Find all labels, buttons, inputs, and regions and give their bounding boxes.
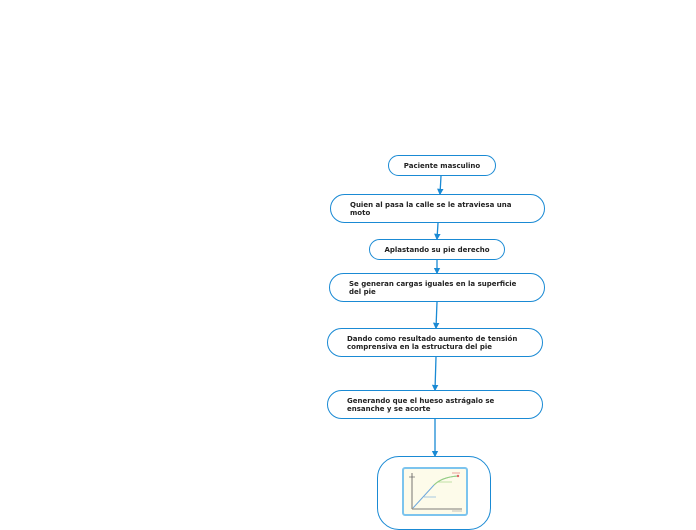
arrow-2 — [434, 222, 441, 241]
node-label: Generando que el hueso astrágalo se ensa… — [347, 396, 495, 413]
arrow-4 — [432, 301, 440, 330]
node-paciente-masculino[interactable]: Paciente masculino — [388, 155, 496, 176]
node-label: Aplastando su pie derecho — [384, 245, 490, 254]
node-cargas-iguales[interactable]: Se generan cargas iguales en la superfic… — [329, 273, 545, 302]
node-moto[interactable]: Quien al pasa la calle se le atraviesa u… — [330, 194, 545, 223]
arrow-1 — [437, 175, 444, 196]
node-label: Paciente masculino — [403, 161, 481, 170]
node-label: Dando como resultado aumento de tensión … — [347, 334, 518, 351]
node-image[interactable] — [377, 456, 491, 530]
stress-strain-thumbnail-image — [402, 467, 468, 516]
node-astragalo[interactable]: Generando que el hueso astrágalo se ensa… — [327, 390, 543, 419]
node-label: Se generan cargas iguales en la superfic… — [349, 279, 517, 296]
node-aplastando-pie[interactable]: Aplastando su pie derecho — [369, 239, 505, 260]
node-tension-comprensiva[interactable]: Dando como resultado aumento de tensión … — [327, 328, 543, 357]
arrow-5 — [431, 356, 439, 392]
node-label: Quien al pasa la calle se le atraviesa u… — [350, 200, 512, 217]
stress-strain-curve-icon — [409, 472, 462, 512]
